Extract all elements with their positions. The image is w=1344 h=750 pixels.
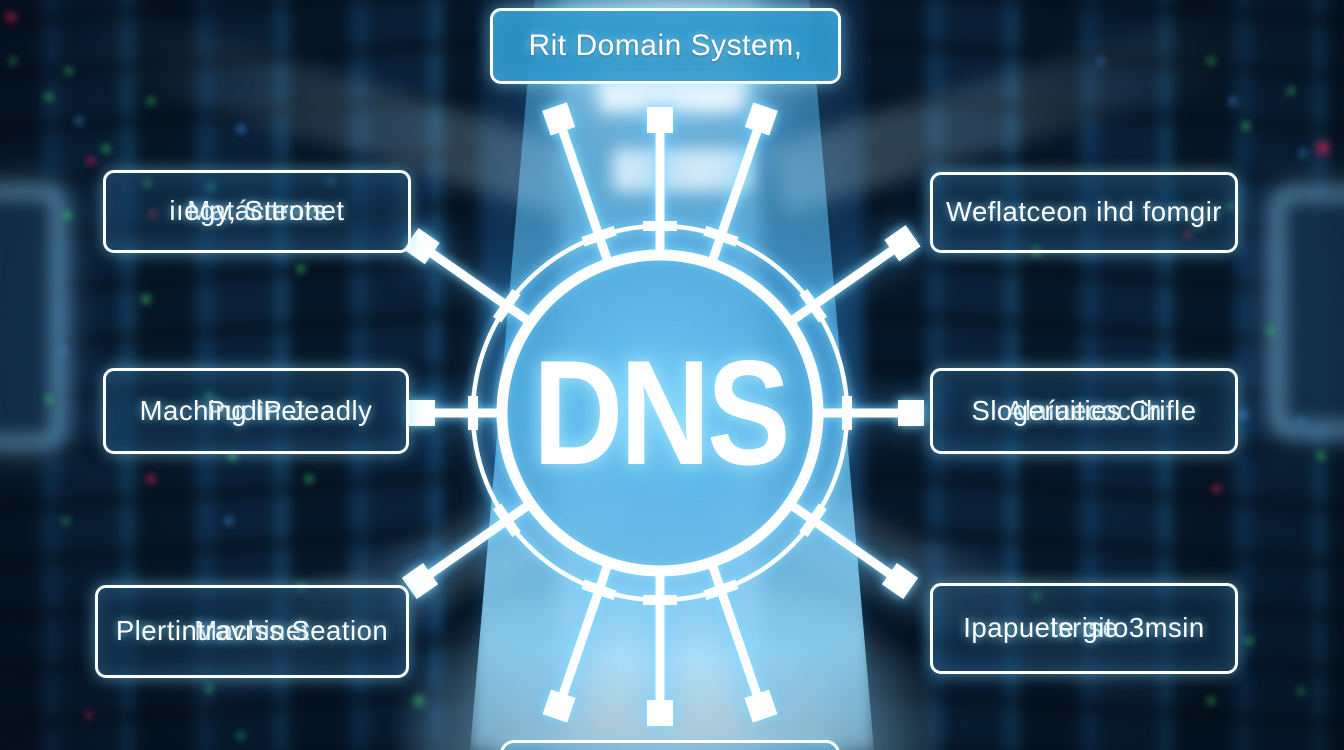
node-left-bottom: Machinet Plertintravrss Seation — [95, 585, 409, 678]
node-bottom-clipped — [500, 740, 840, 750]
arrow-down-center — [643, 573, 677, 726]
arrow-to-left-mid-box — [409, 396, 500, 430]
node-label: Ipapuete gito3msin — [963, 612, 1205, 644]
arrow-to-right-mid-box — [820, 396, 924, 430]
node-label: Pudìnet — [206, 394, 306, 426]
node-label: Weflatceon ihd fomgir — [946, 196, 1222, 228]
node-left-top: Matáctents iıegy, Sıtronet — [103, 170, 411, 253]
node-label: Slogeruities Crifle — [971, 394, 1197, 426]
arrow-up-center — [643, 107, 677, 253]
inner-ring — [496, 249, 824, 577]
dns-center-label: DNS — [532, 329, 791, 496]
arrow-to-left-bottom-box — [401, 501, 532, 600]
node-label: Maching IP Jeadly — [139, 394, 373, 426]
node-label: Machinet — [194, 615, 310, 647]
node-label: Matáctents — [187, 195, 327, 227]
arrow-to-left-top-box — [403, 227, 532, 325]
arrow-down-right — [703, 562, 778, 723]
node-right-top: Weflatceon ihd fomgir — [930, 172, 1238, 253]
arrow-to-right-top-box — [788, 225, 921, 325]
node-right-middle: Alaíaecoc ih Slogeruities Crifle — [930, 368, 1238, 454]
node-label: Plertintravrss Seation — [115, 615, 389, 647]
arrow-down-left — [542, 562, 617, 723]
node-label: Isrise — [1049, 612, 1119, 644]
node-left-middle: Pudìnet Maching IP Jeadly — [103, 368, 409, 454]
arrow-up-right — [703, 102, 778, 264]
node-right-bottom: Isrise Ipapuete gito3msin — [930, 583, 1238, 674]
node-label: Alaíaecoc ih — [1006, 394, 1162, 426]
node-label: iıegy, Sıtronet — [169, 195, 345, 227]
arrow-up-left — [542, 102, 617, 264]
node-label: Rit Domain System, — [528, 29, 803, 63]
arrow-to-right-bottom-box — [788, 501, 919, 600]
node-top: Rit Domain System, — [490, 8, 841, 84]
